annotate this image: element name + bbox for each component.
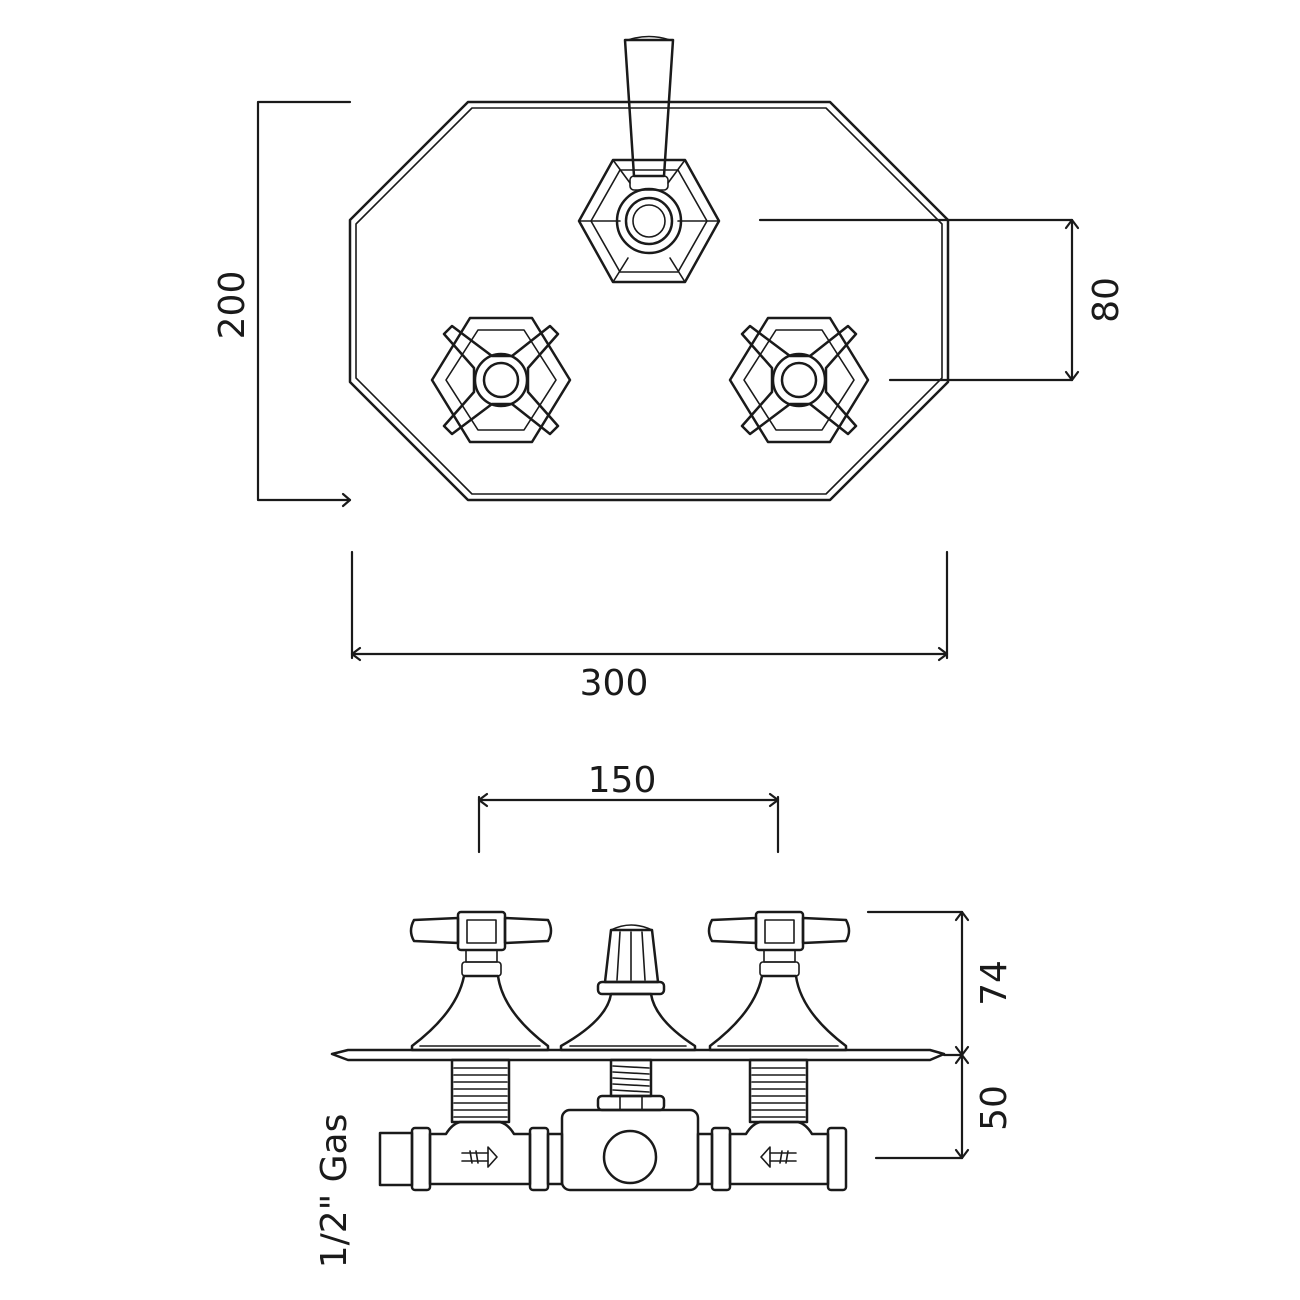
diverter-side	[559, 924, 697, 1052]
side-view: 150	[314, 760, 1015, 1268]
label-handle-projection: 74	[974, 960, 1015, 1006]
label-plate-width: 300	[580, 663, 649, 704]
backplate-inner-outline	[355, 107, 943, 495]
flow-arrow-left	[461, 1146, 498, 1168]
dimension-valve-spacing: 150	[477, 760, 780, 854]
left-cross-handle	[430, 316, 572, 444]
right-spindle	[748, 1058, 809, 1124]
label-valve-spacing: 150	[588, 760, 657, 801]
front-view: 200 80 300	[212, 35, 1127, 704]
label-connection: 1/2" Gas	[314, 1114, 355, 1269]
dimension-plate-height: 200	[212, 100, 352, 508]
dimension-depth: 74 50	[866, 910, 1015, 1160]
right-cross-handle	[728, 316, 870, 444]
flow-arrow-right	[760, 1146, 797, 1168]
valve-body	[378, 1108, 848, 1192]
left-spindle	[450, 1058, 511, 1124]
label-valve-offset: 80	[1086, 277, 1127, 323]
label-plate-height: 200	[212, 271, 253, 340]
left-handle-side	[409, 910, 553, 1052]
diverter-lever	[577, 35, 721, 284]
wall-plate	[330, 1048, 946, 1062]
label-body-depth: 50	[974, 1085, 1015, 1131]
dimension-valve-offset: 80	[758, 218, 1127, 382]
dimension-plate-width: 300	[350, 550, 949, 704]
center-spindle	[596, 1058, 666, 1112]
backplate-outline	[348, 100, 950, 502]
right-handle-side	[707, 910, 851, 1052]
